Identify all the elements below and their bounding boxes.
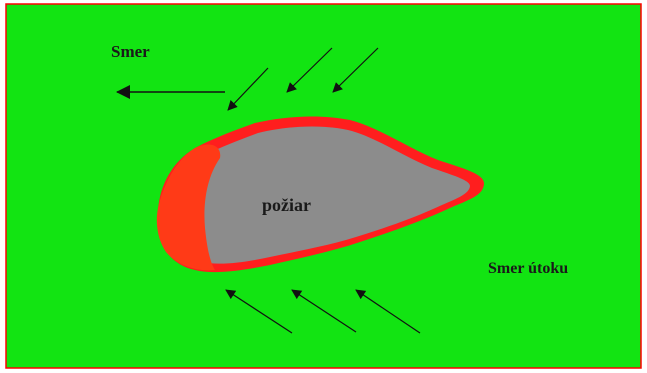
- label-attack-direction: Smer útoku: [488, 260, 568, 277]
- label-fire: požiar: [262, 195, 311, 215]
- label-direction: Smer: [111, 42, 150, 61]
